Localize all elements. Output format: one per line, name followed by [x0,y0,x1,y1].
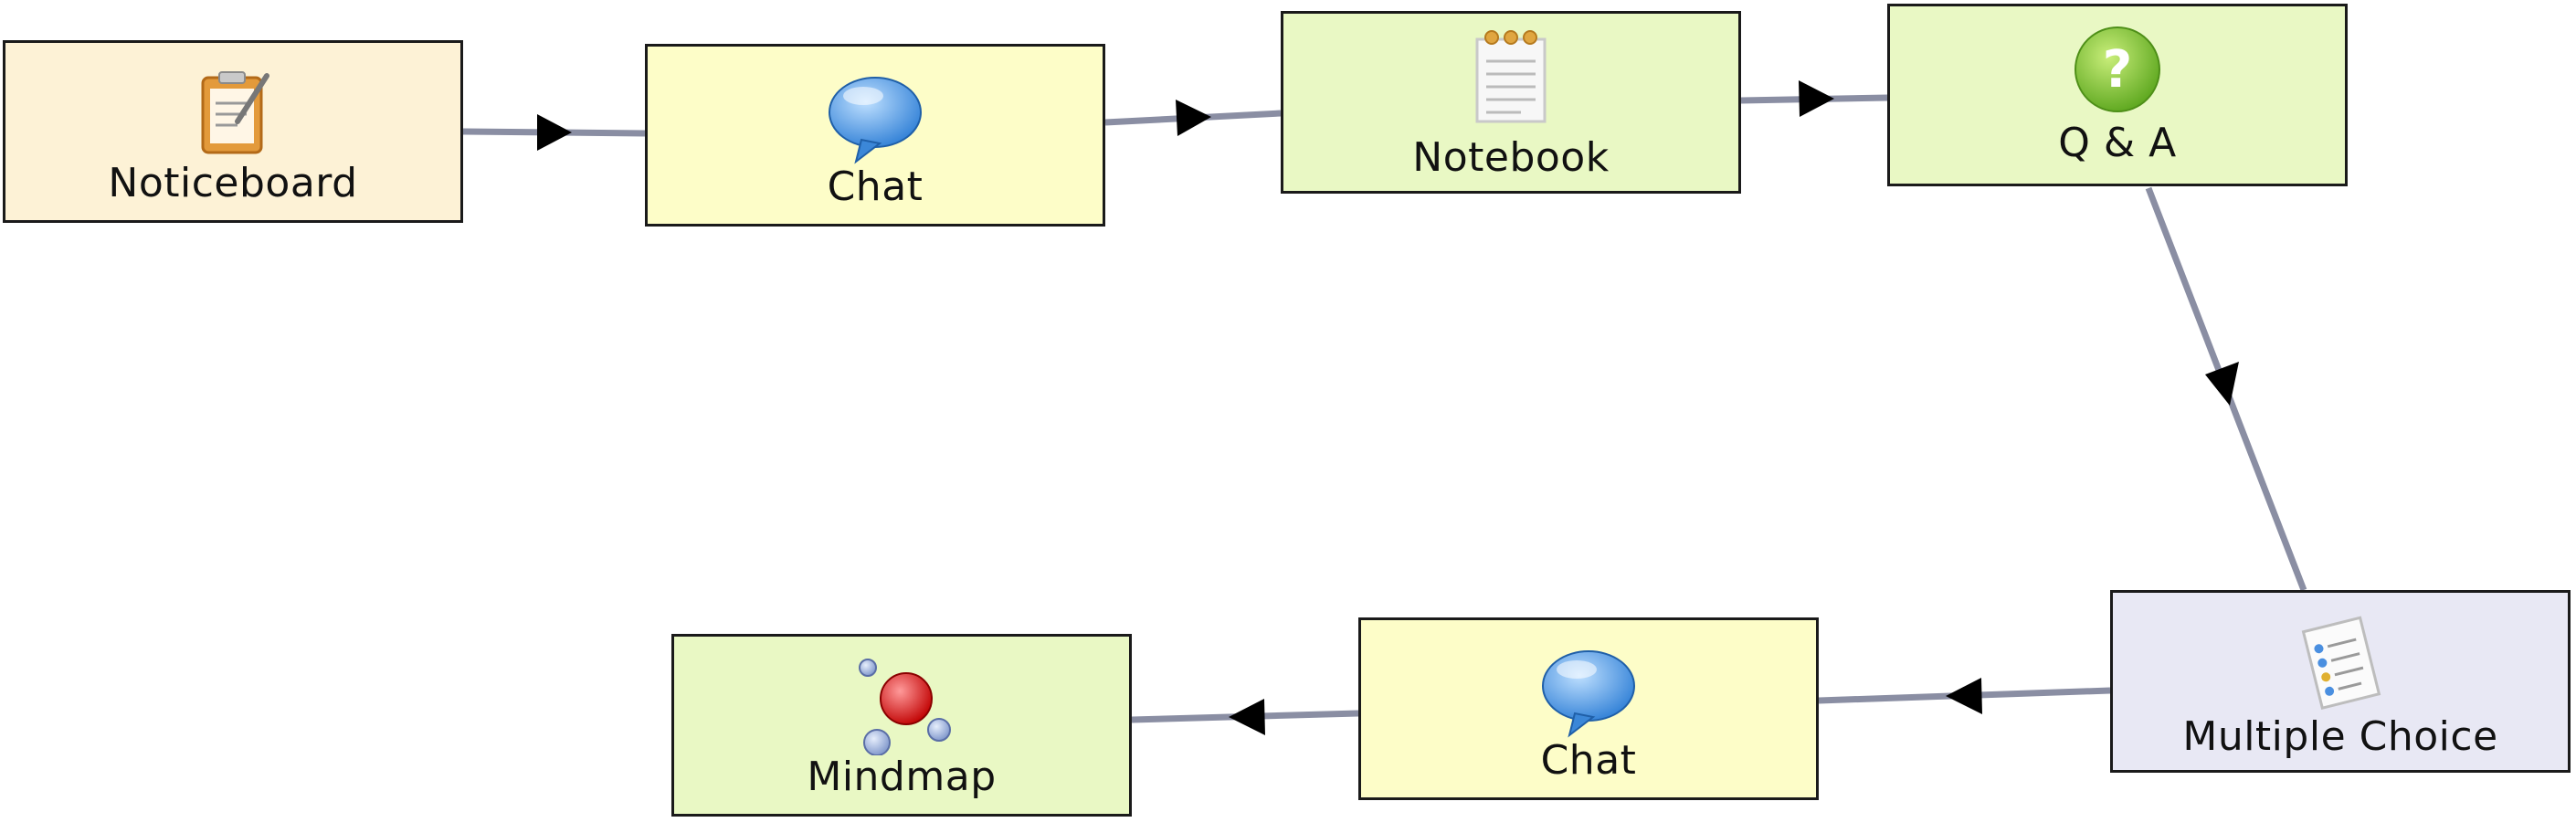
activity-node-mindmap[interactable]: Mindmap [671,634,1132,817]
activity-node-noticeboard[interactable]: Noticeboard [3,40,463,223]
node-label: Mindmap [807,754,997,800]
activity-node-multiple-choice[interactable]: Multiple Choice [2110,590,2571,773]
node-label: Q & A [2058,120,2177,166]
arrowhead-qa-mc [2205,362,2239,406]
node-label: Noticeboard [108,160,358,206]
arrowhead-mc-chat2 [1946,678,1982,714]
arrowhead-chat1-notebook [1176,100,1211,136]
activity-node-chat[interactable]: Chat [1358,617,1819,800]
node-label: Multiple Choice [2182,713,2498,760]
node-label: Chat [827,163,924,210]
arrowhead-chat2-mindmap [1229,699,1265,735]
question-icon: ? [2075,26,2160,112]
notebook-icon [1475,30,1547,123]
node-label: Notebook [1412,134,1610,181]
svg-text:?: ? [2103,40,2132,100]
activity-node-qa[interactable]: ? Q & A [1887,4,2348,186]
arrowhead-noticeboard-chat1 [537,114,572,151]
activity-node-chat[interactable]: Chat [645,44,1105,227]
chat-bubble-icon [1542,650,1635,738]
chat-bubble-icon [829,77,922,164]
activity-node-notebook[interactable]: Notebook [1281,11,1741,194]
checklist-icon [2301,616,2381,711]
arrowhead-notebook-qa [1799,80,1834,117]
noticeboard-icon [201,71,269,154]
mindmap-icon [859,659,951,755]
node-label: Chat [1540,737,1637,784]
